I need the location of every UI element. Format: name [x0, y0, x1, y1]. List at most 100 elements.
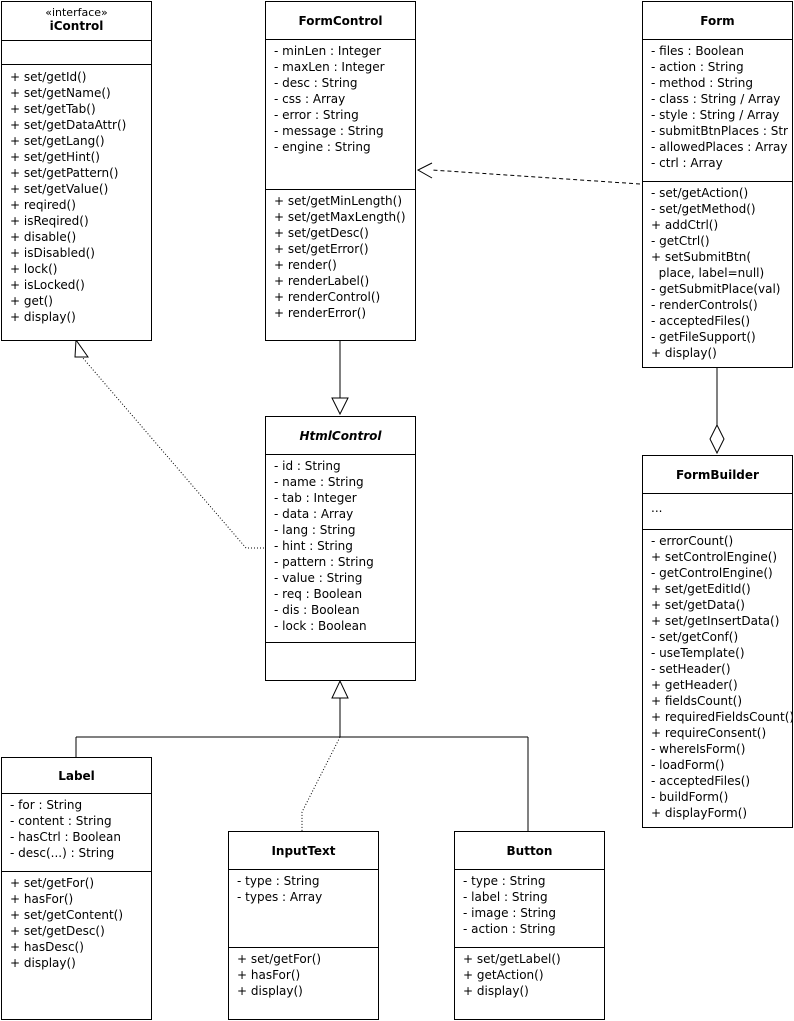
attribute: - type : String	[463, 874, 546, 888]
method: + isLocked()	[10, 278, 85, 292]
button-attributes: - type : String - label : String - image…	[455, 870, 604, 948]
method: + isDisabled()	[10, 246, 95, 260]
htmlcontrol-attributes: - id : String - name : String - tab : In…	[266, 455, 415, 643]
method: place, label=null)	[651, 266, 765, 280]
icontrol-name: iControl	[49, 19, 104, 33]
method: + hasFor()	[10, 892, 74, 906]
attribute: - maxLen : Integer	[274, 60, 385, 74]
method: + renderLabel()	[274, 274, 370, 288]
attribute: - class : String / Array	[651, 92, 781, 106]
method: + display()	[10, 310, 76, 324]
inherit-arrow-htmlcontrol	[331, 679, 349, 699]
method: + display()	[237, 984, 303, 998]
attribute: - dis : Boolean	[274, 603, 360, 617]
attribute: - id : String	[274, 459, 341, 473]
method: + set/getMinLength()	[274, 194, 403, 208]
attribute: - minLen : Integer	[274, 44, 382, 58]
icontrol-attributes	[2, 41, 151, 65]
form-name: Form	[700, 13, 735, 28]
class-icontrol[interactable]: «interface» iControl + set/getId() + set…	[1, 1, 152, 341]
attribute: - method : String	[651, 76, 753, 90]
attribute: - submitBtnPlaces : Str	[651, 124, 788, 138]
method: + get()	[10, 294, 53, 308]
attribute: - action : String	[651, 60, 744, 74]
attribute: - types : Array	[237, 890, 323, 904]
method: + setControlEngine()	[651, 550, 778, 564]
attribute: - for : String	[10, 798, 83, 812]
method: + set/getDesc()	[274, 226, 369, 240]
method: + getAction()	[463, 968, 544, 982]
class-inputtext[interactable]: InputText - type : String - types : Arra…	[228, 831, 379, 1020]
method: + set/getId()	[10, 70, 87, 84]
inputtext-attributes: - type : String - types : Array	[229, 870, 378, 948]
dependency-arrow-form	[416, 162, 433, 179]
attribute: - lang : String	[274, 523, 356, 537]
method: + set/getDataAttr()	[10, 118, 127, 132]
class-htmlcontrol[interactable]: HtmlControl - id : String - name : Strin…	[265, 416, 416, 681]
method: + set/getMaxLength()	[274, 210, 406, 224]
formcontrol-methods: + set/getMinLength() + set/getMaxLength(…	[266, 190, 415, 321]
attribute: - data : Array	[274, 507, 354, 521]
realization-line-icontrol	[81, 356, 264, 549]
attribute: - value : String	[274, 571, 363, 585]
method: + display()	[651, 346, 717, 360]
attribute: - allowedPlaces : Array	[651, 140, 788, 154]
method: + addCtrl()	[651, 218, 719, 232]
attribute: ...	[651, 501, 663, 515]
attribute: - files : Boolean	[651, 44, 744, 58]
method: + displayForm()	[651, 806, 748, 820]
method: + set/getPattern()	[10, 166, 119, 180]
attribute: - engine : String	[274, 140, 371, 154]
method: + fieldsCount()	[651, 694, 743, 708]
method: + set/getValue()	[10, 182, 109, 196]
method: - useTemplate()	[651, 646, 745, 660]
attribute: - message : String	[274, 124, 384, 138]
attribute: - tab : Integer	[274, 491, 357, 505]
method: + set/getTab()	[10, 102, 96, 116]
formbuilder-methods: - errorCount() + setControlEngine() - ge…	[643, 530, 794, 821]
form-attributes: - files : Boolean - action : String - me…	[643, 40, 792, 182]
method: - errorCount()	[651, 534, 734, 548]
inputtext-name: InputText	[271, 843, 336, 858]
label-name: Label	[58, 768, 95, 783]
method: + set/getLabel()	[463, 952, 561, 966]
method: - set/getConf()	[651, 630, 739, 644]
attribute: - label : String	[463, 890, 548, 904]
method: + hasFor()	[237, 968, 301, 982]
method: + set/getName()	[10, 86, 111, 100]
class-button[interactable]: Button - type : String - label : String …	[454, 831, 605, 1020]
method: + setSubmitBtn(	[651, 250, 752, 264]
attribute: - style : String / Array	[651, 108, 780, 122]
attribute: - ctrl : Array	[651, 156, 723, 170]
htmlcontrol-methods	[266, 643, 415, 646]
class-formcontrol[interactable]: FormControl - minLen : Integer - maxLen …	[265, 1, 416, 341]
attribute: - name : String	[274, 475, 364, 489]
method: + renderControl()	[274, 290, 381, 304]
method: + set/getFor()	[10, 876, 95, 890]
method: + set/getEditId()	[651, 582, 751, 596]
attribute: - desc : String	[274, 76, 358, 90]
method: + display()	[10, 956, 76, 970]
attribute: - lock : Boolean	[274, 619, 367, 633]
method: + requiredFieldsCount()	[651, 710, 794, 724]
method: + set/getContent()	[10, 908, 124, 922]
label-methods: + set/getFor() + hasFor() + set/getConte…	[2, 872, 151, 971]
method: + set/getError()	[274, 242, 369, 256]
inherit-arrow-formcontrol	[331, 397, 349, 416]
class-formbuilder[interactable]: FormBuilder ... - errorCount() + setCont…	[642, 455, 794, 828]
form-methods: - set/getAction() - set/getMethod() + ad…	[643, 182, 792, 361]
method: - getControlEngine()	[651, 566, 773, 580]
realization-arrow-icontrol	[74, 338, 89, 358]
attribute: - error : String	[274, 108, 359, 122]
method: - set/getAction()	[651, 186, 749, 200]
dependency-line-form	[431, 169, 641, 185]
method: + set/getDesc()	[10, 924, 105, 938]
method: - acceptedFiles()	[651, 774, 751, 788]
class-form[interactable]: Form - files : Boolean - action : String…	[642, 1, 793, 368]
attribute: - type : String	[237, 874, 320, 888]
inputtext-methods: + set/getFor() + hasFor() + display()	[229, 948, 378, 999]
class-label[interactable]: Label - for : String - content : String …	[1, 757, 152, 1020]
label-attributes: - for : String - content : String - hasC…	[2, 794, 151, 872]
inherit-line-inputtext	[301, 736, 341, 831]
